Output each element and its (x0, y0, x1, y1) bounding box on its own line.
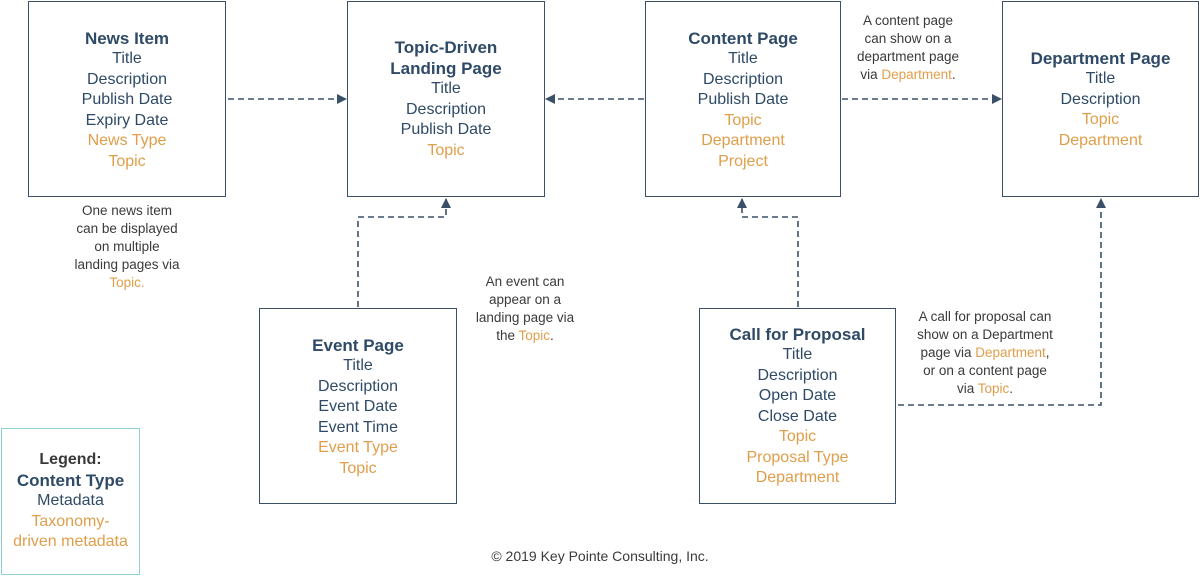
call-for-proposal-tax-proposal-type: Proposal Type (746, 448, 849, 466)
landing-page-title-line2: Landing Page (390, 59, 502, 78)
note-event-line: landing page via (475, 310, 575, 325)
news-item-meta-publish-date: Publish Date (81, 91, 173, 108)
note-proposal-line: show on a Department (917, 327, 1053, 342)
content-page-tax-topic: Topic (724, 111, 762, 129)
arrow-proposal-to-department (898, 198, 1106, 406)
content-page-box: Content Page Title Description Publish D… (645, 1, 841, 197)
legend-metadata: Metadata (37, 492, 104, 509)
note-proposal-prefix: via (956, 381, 978, 396)
event-page-title: Event Page (312, 336, 404, 355)
note-news-line: can be displayed (76, 221, 178, 236)
legend-content-type: Content Type (16, 470, 125, 490)
event-page-tax-topic: Topic (339, 459, 377, 477)
note-proposal-line: or on a content page (923, 363, 1047, 378)
note-content-last-line: via Department. (843, 66, 973, 84)
content-page-tax-project: Project (718, 152, 768, 170)
news-item-meta-expiry-date: Expiry Date (85, 111, 169, 129)
note-event-last-line: the Topic. (455, 327, 595, 345)
call-for-proposal-tax-topic: Topic (778, 428, 817, 445)
note-content-suffix: . (951, 67, 956, 82)
call-for-proposal-title: Call for Proposal (729, 325, 866, 344)
note-event-line: appear on a (488, 292, 562, 307)
note-proposal-prefix: page via (920, 345, 976, 360)
note-content-line: can show on a (864, 31, 952, 46)
content-page-meta-title: Title (728, 50, 758, 67)
note-proposal-suffix: , (1045, 345, 1050, 360)
note-proposal-line3: page via Department, (895, 344, 1075, 362)
department-page-tax-topic: Topic (1081, 111, 1120, 128)
news-item-meta-title: Title (112, 50, 142, 67)
note-proposal-line5: via Topic. (895, 380, 1075, 398)
landing-page-tax-topic: Topic (427, 141, 465, 159)
legend-heading: Legend: (39, 451, 102, 468)
note-event-taxonomy-word: Topic (518, 328, 551, 343)
note-proposal: A call for proposal can show on a Depart… (895, 308, 1075, 398)
content-page-title: Content Page (688, 29, 798, 48)
note-content-to-department: A content page can show on a department … (843, 12, 973, 84)
note-proposal-suffix: . (1009, 381, 1014, 396)
arrow-event-to-landing (357, 198, 451, 307)
department-page-meta-title: Title (1085, 70, 1116, 87)
note-proposal-taxonomy-word: Department (975, 345, 1046, 360)
copyright: © 2019 Key Pointe Consulting, Inc. (491, 548, 709, 564)
news-item-tax-topic: Topic (108, 152, 146, 170)
call-for-proposal-meta-description: Description (757, 366, 838, 384)
note-event-to-landing: An event can appear on a landing page vi… (455, 273, 595, 345)
landing-page-meta-publish-date: Publish Date (400, 121, 492, 138)
content-page-tax-department: Department (701, 132, 785, 149)
arrow-proposal-to-content (737, 198, 799, 307)
note-news-taxonomy-word: Topic. (109, 275, 145, 290)
call-for-proposal-meta-title: Title (782, 346, 813, 363)
call-for-proposal-tax-department: Department (755, 469, 840, 486)
department-page-title: Department Page (1030, 49, 1171, 68)
note-proposal-line: A call for proposal can (918, 309, 1052, 324)
event-page-tax-event-type: Event Type (318, 439, 398, 456)
note-content-taxonomy-word: Department (881, 67, 952, 82)
landing-page-title-line1: Topic-Driven (394, 38, 498, 57)
legend-taxonomy-line1: Taxonomy- (31, 512, 110, 530)
news-item-meta-description: Description (86, 70, 168, 88)
note-news-line: on multiple (94, 239, 160, 254)
note-event-prefix: the (496, 328, 519, 343)
content-page-meta-description: Description (702, 70, 784, 88)
event-page-box: Event Page Title Description Event Date … (259, 308, 457, 504)
landing-page-meta-description: Description (405, 100, 487, 118)
note-event-line: An event can (485, 274, 565, 289)
department-page-box: Department Page Title Description Topic … (1002, 1, 1199, 197)
note-news-to-landing: One news item can be displayed on multip… (45, 202, 209, 292)
content-page-meta-publish-date: Publish Date (697, 91, 789, 108)
landing-page-box: Topic-Driven Landing Page Title Descript… (347, 1, 545, 197)
news-item-title: News Item (84, 29, 170, 48)
landing-page-meta-title: Title (431, 80, 461, 97)
note-proposal-taxonomy-word: Topic (977, 381, 1010, 396)
note-content-line: department page (856, 49, 960, 64)
call-for-proposal-meta-close-date: Close Date (757, 407, 838, 425)
note-news-line: One news item (81, 203, 173, 218)
note-event-suffix: . (550, 328, 554, 343)
legend-taxonomy-line2: driven metadata (13, 533, 128, 550)
department-page-tax-department: Department (1058, 131, 1143, 149)
note-news-line: landing pages via (74, 257, 180, 272)
event-page-meta-event-date: Event Date (318, 398, 398, 415)
event-page-meta-description: Description (317, 377, 399, 395)
legend-box: Legend: Content Type Metadata Taxonomy- … (1, 428, 140, 575)
event-page-meta-event-time: Event Time (317, 418, 399, 436)
note-content-prefix: via (860, 67, 882, 82)
news-item-box: News Item Title Description Publish Date… (28, 1, 226, 197)
call-for-proposal-box: Call for Proposal Title Description Open… (699, 308, 896, 504)
call-for-proposal-meta-open-date: Open Date (758, 387, 837, 404)
note-content-line: A content page (862, 13, 954, 28)
event-page-meta-title: Title (343, 357, 373, 374)
news-item-tax-news-type: News Type (87, 132, 167, 149)
department-page-meta-description: Description (1060, 90, 1141, 108)
